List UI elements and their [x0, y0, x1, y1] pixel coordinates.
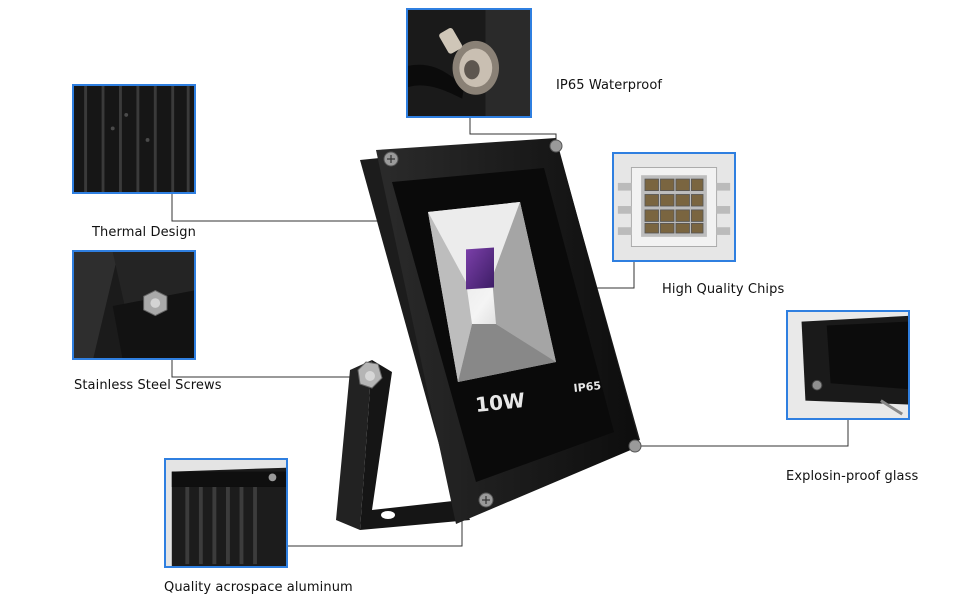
inset-aluminum-body	[164, 458, 288, 568]
wattage-text: 10W	[474, 388, 526, 417]
reflector	[428, 202, 556, 382]
inset-led-chips	[612, 152, 736, 262]
led-chip	[466, 247, 494, 290]
callout-label-thermal: Thermal Design	[92, 225, 196, 240]
mounting-bracket	[336, 360, 470, 530]
inset-thermal-fins	[72, 84, 196, 194]
inset-glass-corner	[786, 310, 910, 420]
leader-line-thermal	[171, 194, 380, 222]
leader-line-screws	[171, 360, 362, 378]
inset-bracket-screw	[72, 250, 196, 360]
rating-text: IP65	[573, 379, 602, 395]
callout-label-chips: High Quality Chips	[662, 282, 785, 297]
callout-label-screws: Stainless Steel Screws	[74, 378, 222, 393]
callout-label-glass: Explosin-proof glass	[786, 469, 919, 484]
inset-cable-gland	[406, 8, 532, 118]
leader-line-glass	[636, 420, 849, 447]
callout-label-waterproof: IP65 Waterproof	[556, 78, 663, 93]
side-knob-screw	[357, 361, 383, 389]
callout-label-aluminum: Quality acrospace aluminum	[164, 580, 353, 595]
gland-nut	[452, 40, 500, 95]
